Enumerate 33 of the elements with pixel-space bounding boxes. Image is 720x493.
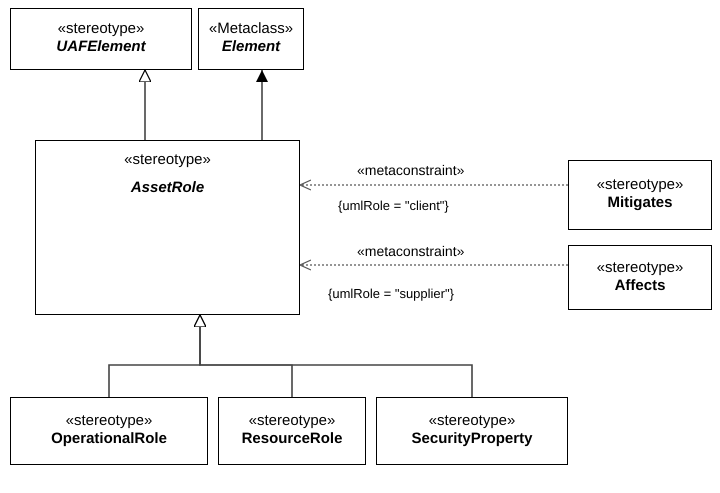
stereotype-label: «Metaclass» (208, 20, 294, 38)
stereotype-label: «stereotype» (596, 258, 684, 276)
class-name: ResourceRole (240, 430, 344, 448)
class-box (218, 397, 366, 465)
class-name: AssetRole (130, 179, 206, 197)
abstract-class-box (35, 140, 300, 315)
generalization-arrow (138, 69, 152, 140)
constraint-label: {umlRole = "client"} (336, 198, 451, 213)
dependency-arrow (299, 259, 568, 271)
dependency-arrow (299, 179, 568, 191)
stereotype-label: «stereotype» (64, 412, 154, 430)
class-name: Element (220, 38, 282, 56)
stereotype-label: «stereotype» (123, 151, 212, 169)
generalization-arrow (193, 314, 473, 397)
class-name: Affects (614, 276, 666, 294)
stereotype-label: «stereotype» (596, 176, 684, 194)
class-name: UAFElement (55, 38, 147, 56)
stereotype-label: «stereotype» (428, 412, 516, 430)
class-name: OperationalRole (50, 430, 168, 448)
abstract-class-box (198, 8, 304, 70)
class-box (10, 397, 208, 465)
generalization-arrow (256, 70, 268, 140)
class-box (568, 160, 712, 230)
class-box (568, 245, 712, 310)
class-name: Mitigates (606, 194, 674, 212)
edge-label: «metaconstraint» (355, 243, 466, 259)
stereotype-label: «stereotype» (56, 20, 146, 38)
abstract-class-box (10, 8, 192, 70)
constraint-label: {umlRole = "supplier"} (326, 286, 456, 301)
class-box (376, 397, 568, 465)
stereotype-label: «stereotype» (248, 412, 336, 430)
edge-label: «metaconstraint» (355, 162, 466, 178)
class-name: SecurityProperty (410, 430, 534, 448)
